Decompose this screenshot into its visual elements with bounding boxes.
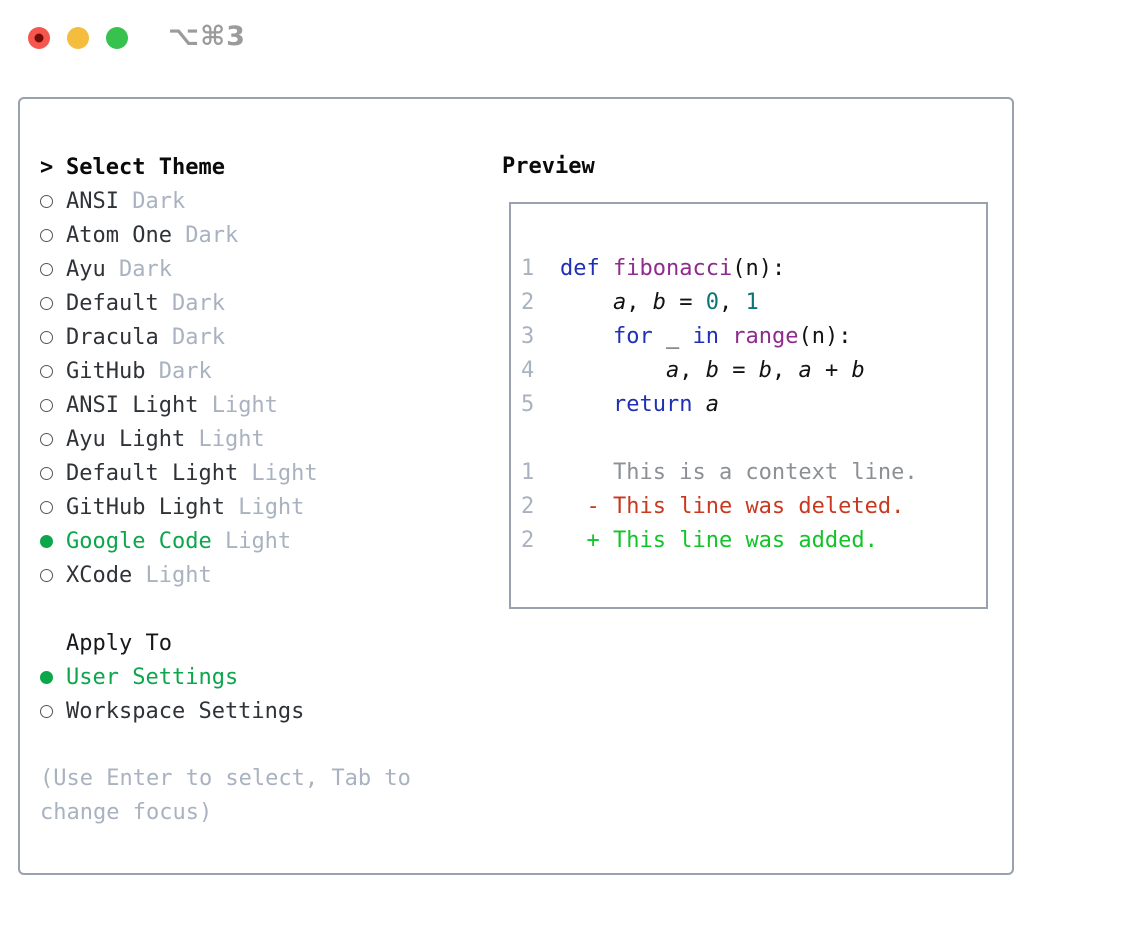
focus-caret-icon: > bbox=[40, 154, 54, 180]
theme-variant: Light bbox=[198, 392, 278, 418]
line-number: 5 bbox=[521, 392, 535, 417]
line-code: def fibonacci(n): bbox=[560, 256, 786, 281]
theme-item-ayu[interactable]: Ayu Dark bbox=[40, 252, 318, 286]
theme-name: GitHub Light bbox=[66, 494, 225, 520]
keyboard-hint: (Use Enter to select, Tab to change focu… bbox=[40, 766, 411, 825]
theme-variant: Dark bbox=[158, 324, 225, 350]
line-number: 2 bbox=[521, 494, 535, 519]
theme-list-title: Select Theme bbox=[66, 154, 225, 180]
line-number: 3 bbox=[521, 324, 535, 349]
line-number: 2 bbox=[521, 528, 535, 553]
radio-icon bbox=[40, 704, 53, 718]
preview-line: 1 This is a context line. bbox=[521, 456, 986, 490]
theme-item-github[interactable]: GitHub Dark bbox=[40, 354, 318, 388]
apply-to-title: Apply To bbox=[66, 630, 172, 656]
theme-variant: Light bbox=[224, 494, 305, 520]
theme-item-default-light[interactable]: Default Light Light bbox=[40, 456, 318, 490]
line-code: return a bbox=[612, 392, 719, 417]
line-code: for _ in range(n): bbox=[612, 324, 852, 349]
theme-name: Dracula bbox=[66, 324, 159, 350]
apply-option-label: User Settings bbox=[66, 664, 239, 690]
line-code: - This line was deleted. bbox=[586, 494, 905, 519]
line-number: 1 bbox=[521, 460, 535, 485]
apply-option-workspace-settings[interactable]: Workspace Settings bbox=[40, 694, 304, 728]
apply-option-user-settings[interactable]: User Settings bbox=[40, 660, 304, 694]
apply-option-label: Workspace Settings bbox=[66, 698, 305, 724]
theme-name: Atom One bbox=[66, 222, 172, 248]
theme-variant: Dark bbox=[171, 222, 239, 248]
preview-line: 3 for _ in range(n): bbox=[521, 320, 986, 354]
theme-item-atom-one[interactable]: Atom One Dark bbox=[40, 218, 318, 252]
line-number: 1 bbox=[521, 256, 535, 281]
radio-selected-icon bbox=[40, 534, 53, 548]
theme-item-github-light[interactable]: GitHub Light Light bbox=[40, 490, 318, 524]
theme-item-dracula[interactable]: Dracula Dark bbox=[40, 320, 318, 354]
line-code: a, b = 0, 1 bbox=[612, 290, 759, 315]
preview-line: 2 a, b = 0, 1 bbox=[521, 286, 986, 320]
line-code: This is a context line. bbox=[560, 460, 918, 485]
radio-icon bbox=[40, 500, 53, 514]
theme-name: ANSI Light bbox=[66, 392, 199, 418]
titlebar bbox=[28, 26, 145, 50]
theme-item-ansi-light[interactable]: ANSI Light Light bbox=[40, 388, 318, 422]
radio-icon bbox=[40, 228, 53, 242]
theme-variant: Light bbox=[211, 528, 292, 554]
theme-name: Google Code bbox=[66, 528, 212, 554]
theme-name: XCode bbox=[66, 562, 133, 588]
radio-icon bbox=[40, 568, 53, 582]
minimize-button[interactable] bbox=[67, 27, 89, 49]
radio-icon bbox=[40, 296, 53, 310]
close-dot-icon bbox=[34, 33, 44, 43]
theme-item-ayu-light[interactable]: Ayu Light Light bbox=[40, 422, 318, 456]
theme-variant: Dark bbox=[145, 358, 212, 384]
preview-line: 1 def fibonacci(n): bbox=[521, 252, 986, 286]
theme-name: Ayu bbox=[66, 256, 106, 282]
theme-item-xcode[interactable]: XCode Light bbox=[40, 558, 318, 592]
theme-variant: Dark bbox=[158, 290, 225, 316]
apply-to-header: Apply To bbox=[40, 626, 304, 660]
preview-line: 4 a, b = b, a + b bbox=[521, 354, 986, 388]
theme-list-header: > Select Theme bbox=[40, 150, 318, 184]
line-number bbox=[521, 422, 534, 456]
radio-icon bbox=[40, 466, 53, 480]
theme-name: Default bbox=[66, 290, 159, 316]
close-button[interactable] bbox=[28, 27, 50, 49]
theme-item-default[interactable]: Default Dark bbox=[40, 286, 318, 320]
radio-icon bbox=[40, 194, 53, 208]
theme-variant: Light bbox=[132, 562, 212, 588]
zoom-button[interactable] bbox=[106, 27, 128, 49]
theme-name: ANSI bbox=[66, 188, 119, 214]
line-number: 2 bbox=[521, 290, 535, 315]
theme-variant: Light bbox=[238, 460, 318, 486]
radio-selected-icon bbox=[40, 670, 53, 684]
window-shortcut: ⌥⌘3 bbox=[168, 21, 246, 52]
theme-name: Default Light bbox=[66, 460, 239, 486]
preview-line bbox=[521, 422, 986, 456]
theme-name: GitHub bbox=[66, 358, 146, 384]
line-number: 4 bbox=[521, 358, 535, 383]
theme-name: Ayu Light bbox=[66, 426, 186, 452]
theme-item-ansi[interactable]: ANSI Dark bbox=[40, 184, 318, 218]
preview-title: Preview bbox=[502, 154, 595, 179]
radio-icon bbox=[40, 330, 53, 344]
radio-icon bbox=[40, 398, 53, 412]
radio-icon bbox=[40, 432, 53, 446]
theme-item-google-code[interactable]: Google Code Light bbox=[40, 524, 318, 558]
radio-icon bbox=[40, 262, 53, 276]
line-code: + This line was added. bbox=[586, 528, 878, 553]
theme-variant: Dark bbox=[118, 188, 186, 214]
preview-line: 2 - This line was deleted. bbox=[521, 490, 986, 524]
radio-icon bbox=[40, 364, 53, 378]
preview-line: 2 + This line was added. bbox=[521, 524, 986, 558]
line-code: a, b = b, a + b bbox=[665, 358, 865, 383]
theme-variant: Dark bbox=[105, 256, 172, 282]
theme-variant: Light bbox=[185, 426, 265, 452]
preview-line: 5 return a bbox=[521, 388, 986, 422]
